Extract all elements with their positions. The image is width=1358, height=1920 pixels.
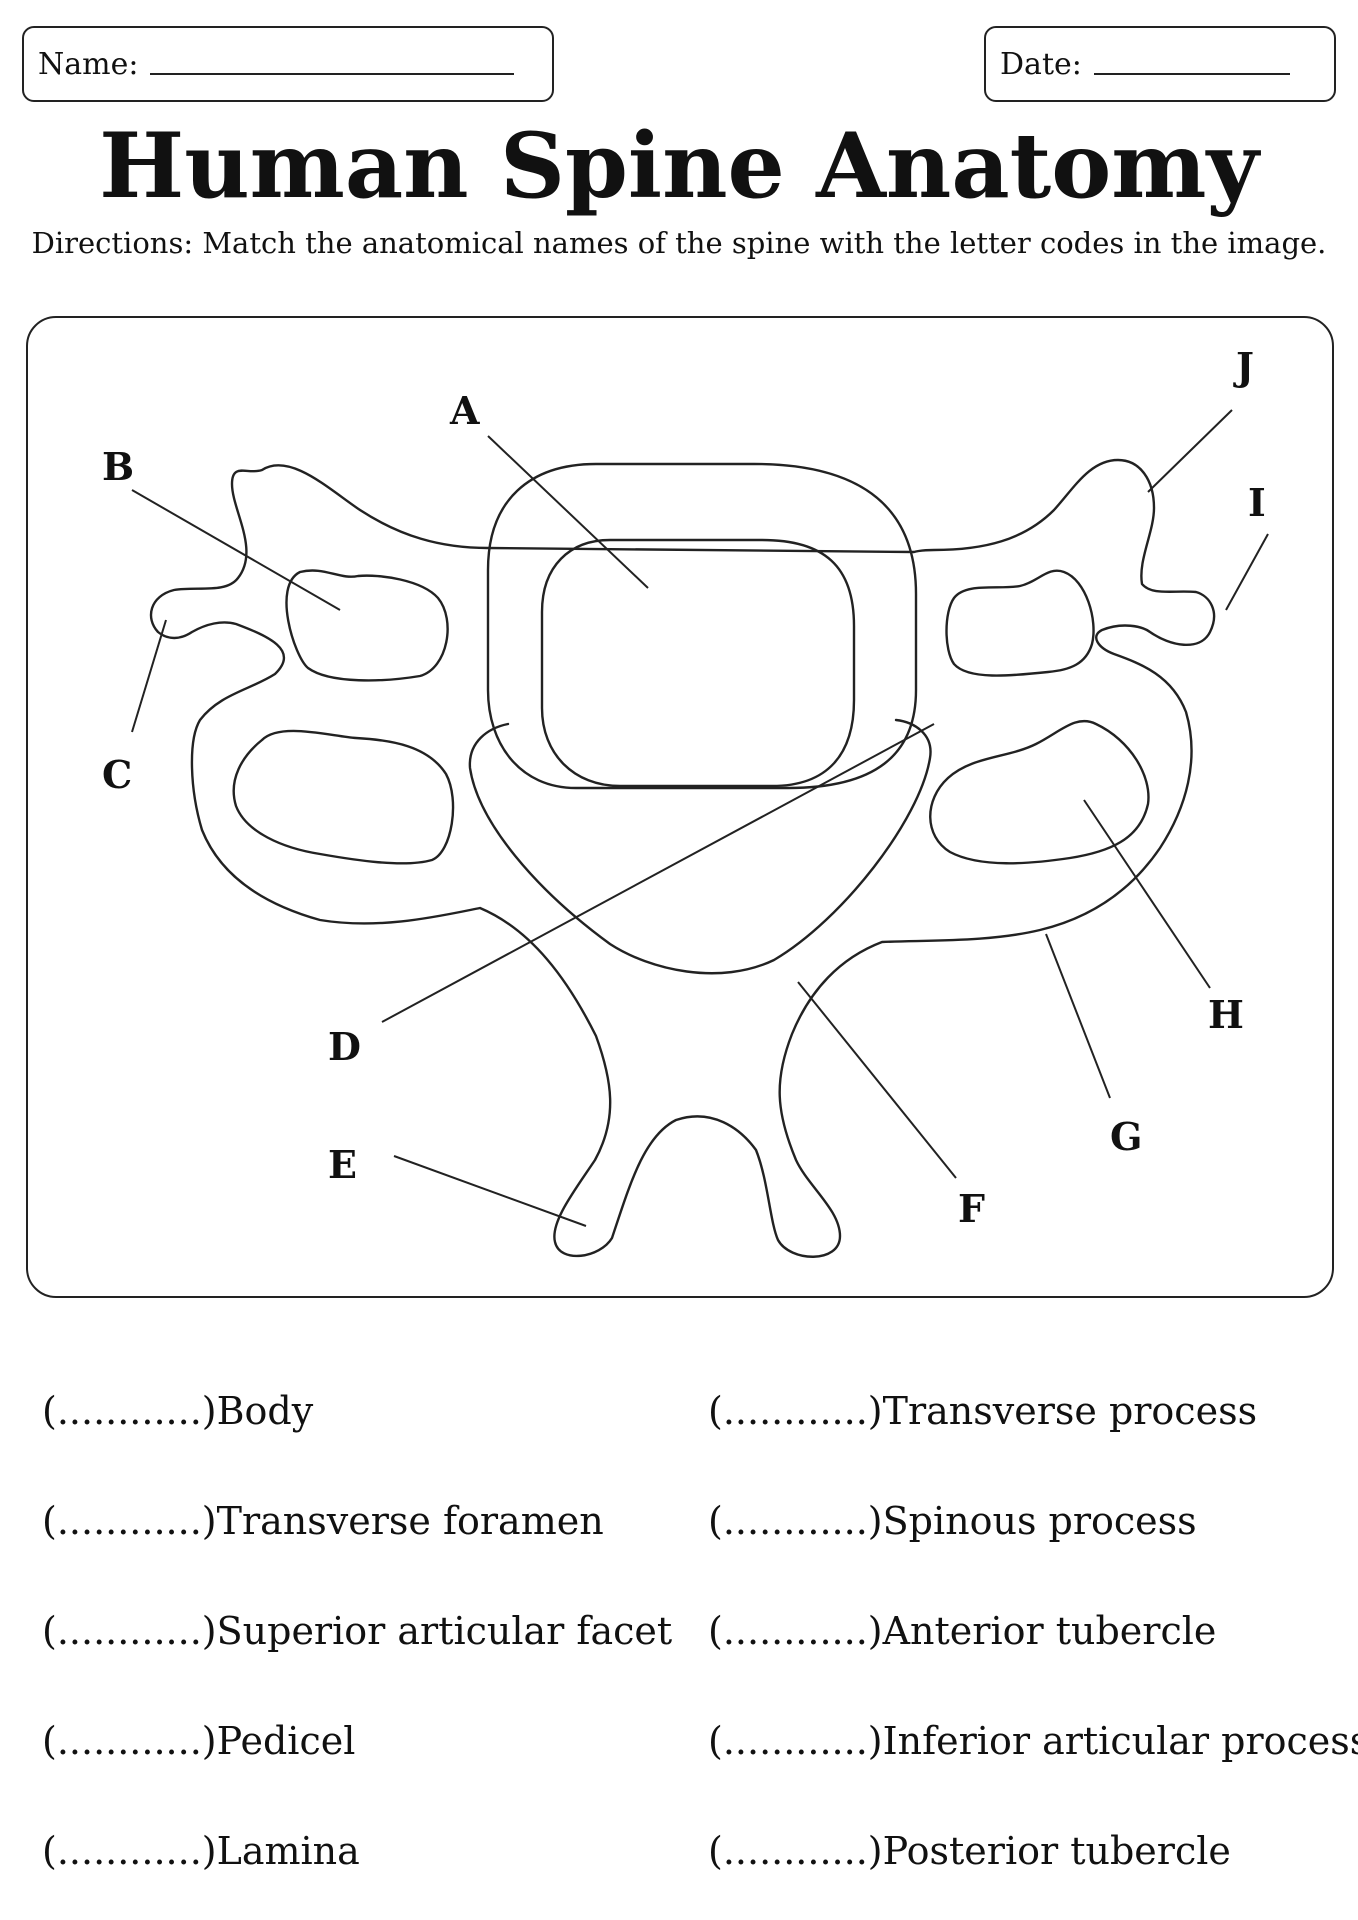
articular-lobe-right xyxy=(929,719,1150,865)
answer-blank[interactable]: (............) xyxy=(708,1499,883,1543)
transverse-foramen-left xyxy=(285,569,449,682)
leader-line-j xyxy=(1147,409,1233,493)
answer-term: Transverse foramen xyxy=(216,1499,604,1543)
leader-line-b xyxy=(131,489,341,611)
label-j: J xyxy=(1233,344,1254,389)
answer-item: (............)Pedicel xyxy=(42,1722,355,1760)
answer-term: Body xyxy=(216,1389,314,1433)
answer-item: (............)Posterior tubercle xyxy=(708,1832,1231,1870)
answer-item: (............)Superior articular facet xyxy=(42,1612,672,1650)
answer-blank[interactable]: (............) xyxy=(708,1389,883,1433)
answer-blank[interactable]: (............) xyxy=(42,1719,217,1763)
leader-line-i xyxy=(1225,533,1269,611)
leader-line-d xyxy=(381,723,935,1023)
diagram-labels: A B C D E F G H I J xyxy=(102,344,1266,1231)
vertebral-foramen xyxy=(468,718,932,975)
answer-blank[interactable]: (............) xyxy=(42,1609,217,1653)
date-field[interactable]: Date: xyxy=(984,26,1336,102)
answer-blank[interactable]: (............) xyxy=(42,1829,217,1873)
name-line xyxy=(150,73,515,75)
vertebral-body-inner xyxy=(540,538,856,788)
leader-line-f xyxy=(797,981,957,1179)
transverse-foramen-right xyxy=(945,569,1095,677)
answer-blank[interactable]: (............) xyxy=(708,1829,883,1873)
answer-item: (............)Transverse process xyxy=(708,1392,1257,1430)
vertebra-diagram: A B C D E F G H I J xyxy=(102,344,1269,1258)
answer-item: (............)Lamina xyxy=(42,1832,360,1870)
answer-blank[interactable]: (............) xyxy=(42,1499,217,1543)
answer-term: Superior articular facet xyxy=(216,1609,673,1653)
leader-line-h xyxy=(1083,799,1211,989)
directions-text: Directions: Match the anatomical names o… xyxy=(31,226,1327,260)
label-d: D xyxy=(328,1024,361,1069)
answer-term: Inferior articular process xyxy=(882,1719,1358,1763)
articular-lobe-left xyxy=(232,729,455,865)
label-c: C xyxy=(102,752,132,797)
page-title: Human Spine Anatomy xyxy=(99,113,1259,219)
answer-item: (............)Transverse foramen xyxy=(42,1502,604,1540)
answer-blank[interactable]: (............) xyxy=(42,1389,217,1433)
answer-term: Lamina xyxy=(216,1829,360,1873)
date-line xyxy=(1093,73,1290,75)
name-field[interactable]: Name: xyxy=(22,26,554,102)
label-f: F xyxy=(958,1186,985,1231)
answer-term: Anterior tubercle xyxy=(882,1609,1217,1653)
answer-term: Pedicel xyxy=(216,1719,356,1763)
answer-term: Transverse process xyxy=(882,1389,1258,1433)
vertebra-outline xyxy=(149,458,1216,1258)
answer-term: Posterior tubercle xyxy=(882,1829,1231,1873)
answer-term: Spinous process xyxy=(882,1499,1197,1543)
leader-line-c xyxy=(131,619,167,733)
leader-line-g xyxy=(1045,933,1111,1099)
label-e: E xyxy=(328,1142,357,1187)
answer-blank[interactable]: (............) xyxy=(708,1719,883,1763)
leader-lines xyxy=(131,409,1269,1227)
answer-item: (............)Spinous process xyxy=(708,1502,1197,1540)
answer-item: (............)Body xyxy=(42,1392,313,1430)
label-h: H xyxy=(1208,992,1244,1037)
label-a: A xyxy=(449,388,480,433)
label-g: G xyxy=(1110,1114,1142,1159)
vertebra-outer-outline xyxy=(149,458,1216,1258)
diagram-frame xyxy=(26,316,1334,1298)
label-i: I xyxy=(1248,480,1266,525)
answer-blank[interactable]: (............) xyxy=(708,1609,883,1653)
label-b: B xyxy=(102,444,134,489)
vertebral-body-outer xyxy=(486,462,918,790)
leader-line-e xyxy=(393,1155,587,1227)
leader-line-a xyxy=(487,435,649,589)
answer-item: (............)Inferior articular process xyxy=(708,1722,1358,1760)
name-label: Name: xyxy=(38,46,139,82)
answer-item: (............)Anterior tubercle xyxy=(708,1612,1216,1650)
date-label: Date: xyxy=(1000,46,1082,82)
